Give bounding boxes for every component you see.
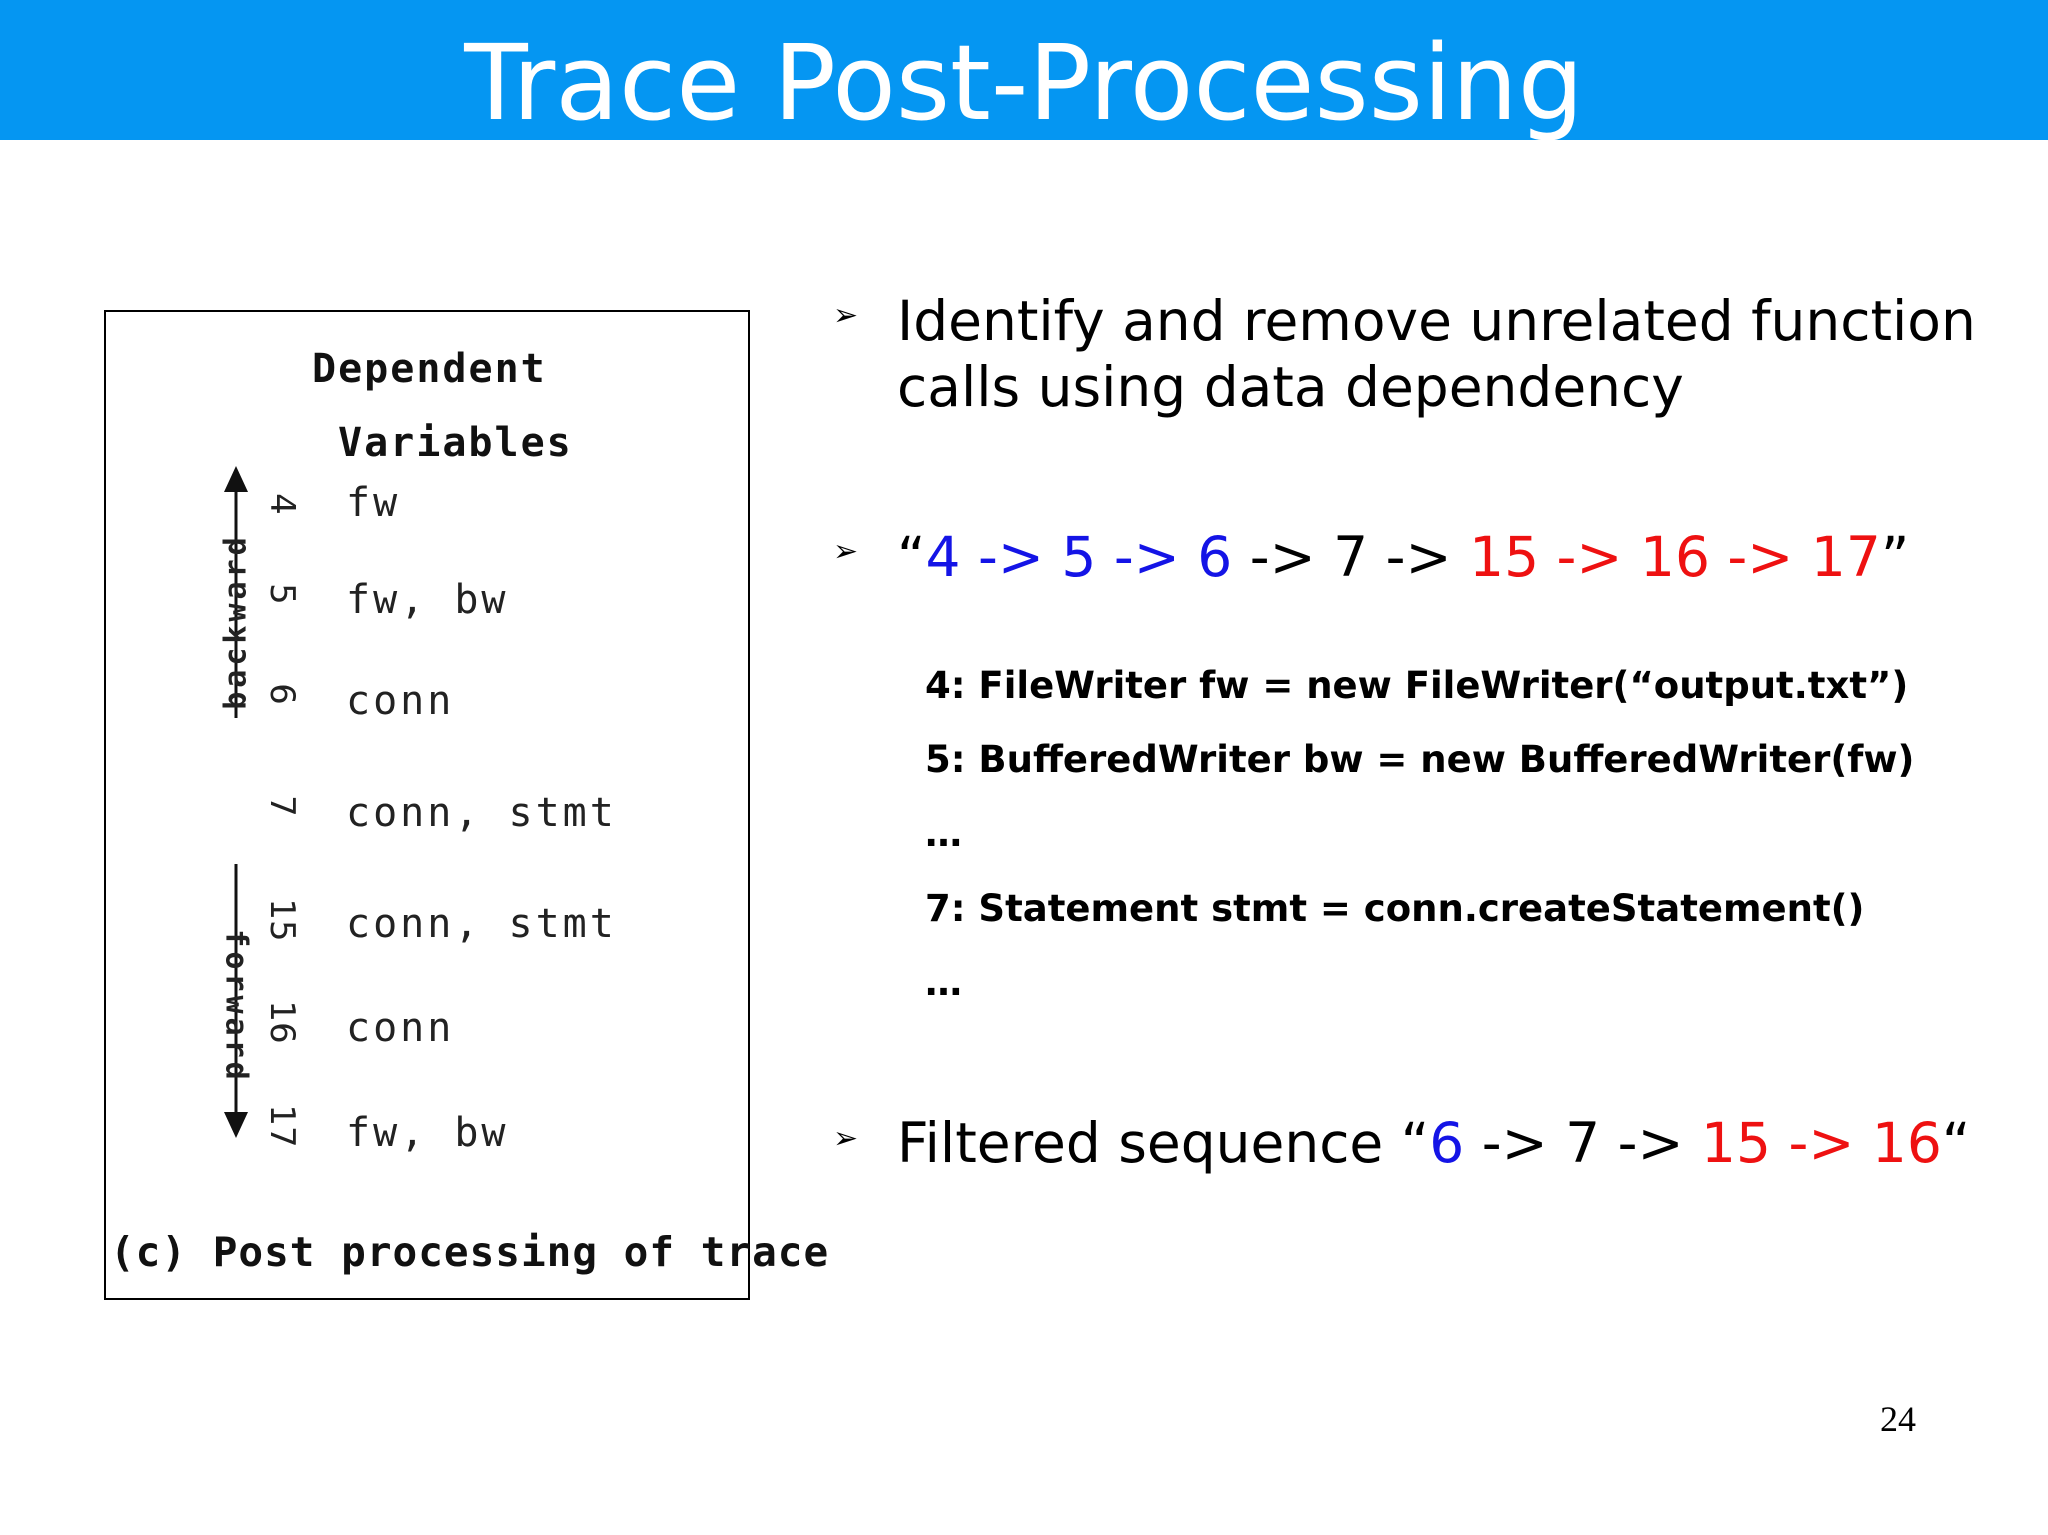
bullet-2: “4 -> 5 -> 6 -> 7 -> 15 -> 16 -> 17” — [897, 524, 1909, 590]
line-number: 5 — [262, 583, 302, 605]
figure-caption: (c) Post processing of trace — [110, 1228, 830, 1276]
line-number: 6 — [262, 683, 302, 705]
page-number: 24 — [1880, 1399, 1916, 1439]
backward-label: backward — [218, 533, 254, 710]
forward-arrows — [224, 864, 248, 1138]
figure-header-line1: Dependent — [312, 346, 547, 392]
forward-label: forward — [218, 929, 254, 1084]
bullet-3: Filtered sequence “6 -> 7 -> 15 -> 16“ — [897, 1110, 1970, 1176]
line-number: 17 — [262, 1104, 302, 1148]
row-vars: fw — [346, 480, 401, 526]
code-line: 4: FileWriter fw = new FileWriter(“outpu… — [925, 664, 1909, 707]
backward-arrow-head — [224, 466, 248, 492]
line-number: 4 — [262, 493, 302, 515]
bullet-1-line2: calls using data dependency — [897, 355, 1684, 419]
filtered-quote-close: “ — [1941, 1111, 1971, 1175]
line-number: 16 — [262, 1000, 302, 1044]
row-vars: conn — [346, 1005, 455, 1051]
title-bar: Trace Post-Processing — [0, 0, 2048, 144]
line-number: 7 — [262, 795, 302, 817]
bullet-arrow-icon: ➢ — [833, 298, 859, 333]
filtered-backward: 6 — [1429, 1111, 1465, 1175]
filtered-prefix: Filtered sequence “ — [897, 1111, 1430, 1175]
direction-arrows — [224, 466, 248, 718]
bullet-1-line1: Identify and remove unrelated function — [897, 289, 1976, 353]
row-vars: conn — [346, 678, 455, 724]
filtered-forward: 15 -> 16 — [1701, 1111, 1942, 1175]
row-vars: fw, bw — [346, 577, 509, 623]
quote-close: ” — [1880, 525, 1910, 589]
trace-figure: Dependent Variables backward forward 4 f… — [104, 310, 828, 1300]
middle-sequence: -> 7 -> — [1232, 525, 1470, 589]
bullet-arrow-icon: ➢ — [833, 534, 859, 569]
code-line: 5: BufferedWriter bw = new BufferedWrite… — [925, 738, 1915, 781]
slide-title: Trace Post-Processing — [464, 22, 1584, 144]
row-vars: fw, bw — [346, 1110, 509, 1156]
backward-sequence: 4 -> 5 -> 6 — [925, 525, 1233, 589]
code-line: 7: Statement stmt = conn.createStatement… — [925, 887, 1865, 930]
code-line: … — [925, 812, 962, 855]
line-number: 15 — [262, 898, 302, 942]
bullet-arrow-icon: ➢ — [833, 1121, 859, 1156]
forward-arrow-head — [224, 1112, 248, 1138]
quote-open: “ — [897, 525, 926, 589]
forward-sequence: 15 -> 16 -> 17 — [1469, 525, 1881, 589]
code-line: … — [925, 961, 962, 1004]
figure-header-line2: Variables — [338, 420, 573, 466]
row-vars: conn, stmt — [346, 901, 617, 947]
row-vars: conn, stmt — [346, 790, 617, 836]
filtered-middle: -> 7 -> — [1464, 1111, 1702, 1175]
